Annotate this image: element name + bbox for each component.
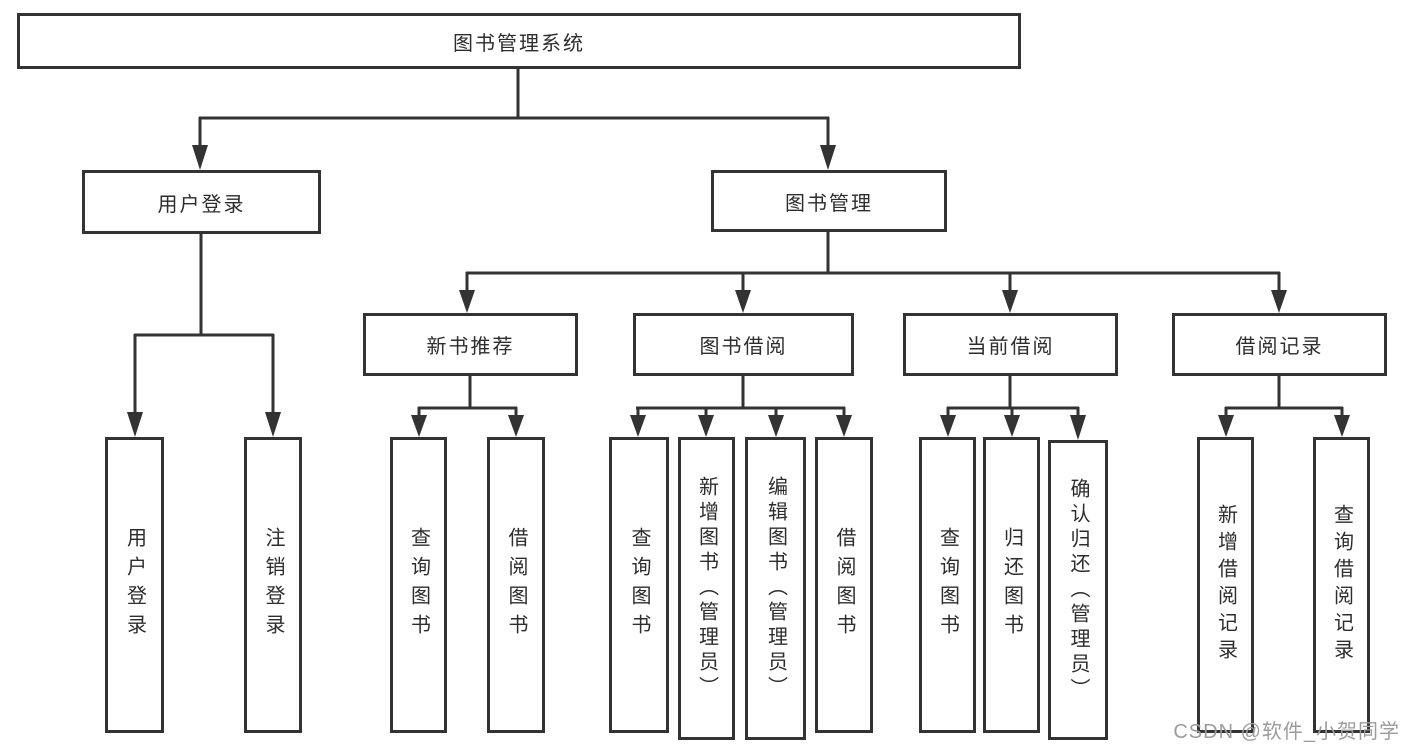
node-new-book-recommendation: 新书推荐 (363, 313, 578, 376)
node-leaf-user-login: 用户登录 (105, 437, 164, 733)
node-borrowing-records: 借阅记录 (1172, 313, 1387, 376)
node-leaf-query-borrow-record: 查询借阅记录 (1313, 437, 1370, 733)
node-leaf-confirm-return-admin: 确认归还（管理员） (1048, 440, 1108, 740)
csdn-watermark: CSDN @软件_小贺同学 (1173, 721, 1400, 743)
node-book-management-module: 图书管理 (711, 170, 947, 232)
node-user-login-module: 用户登录 (82, 170, 321, 234)
node-leaf-add-book-admin: 新增图书（管理员） (678, 437, 735, 740)
node-leaf-return-books: 归还图书 (983, 437, 1040, 733)
node-library-management-system: 图书管理系统 (17, 13, 1021, 69)
node-leaf-query-books-borrowing: 查询图书 (609, 437, 669, 733)
node-leaf-edit-book-admin: 编辑图书（管理员） (745, 437, 806, 740)
node-leaf-logout: 注销登录 (244, 437, 302, 733)
node-leaf-borrow-books-recommend: 借阅图书 (487, 437, 545, 733)
node-leaf-borrow-books: 借阅图书 (815, 437, 873, 733)
node-leaf-add-borrow-record: 新增借阅记录 (1197, 437, 1254, 733)
node-book-borrowing: 图书借阅 (633, 313, 854, 376)
node-current-borrowing: 当前借阅 (903, 313, 1118, 376)
node-leaf-query-books-current: 查询图书 (919, 437, 976, 733)
node-leaf-query-books-recommend: 查询图书 (390, 437, 447, 733)
